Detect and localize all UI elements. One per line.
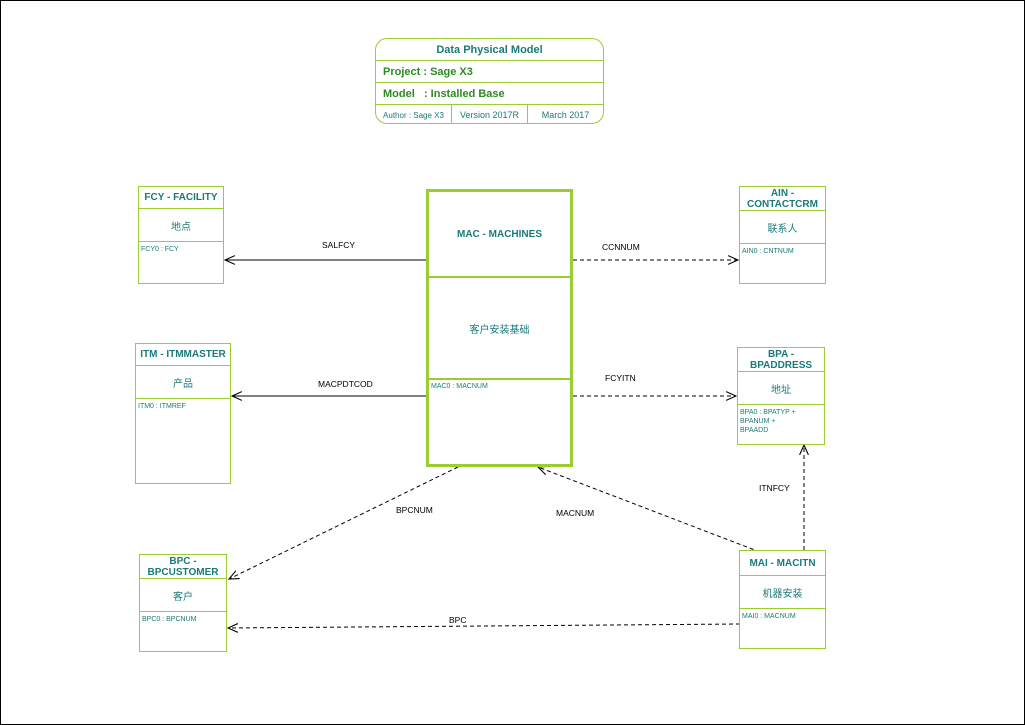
entity-name: ITM - ITMMASTER [136,344,230,366]
link-label-bpcnum: BPCNUM [396,505,433,515]
entity-description: 客户安装基础 [429,278,570,380]
entity-bpc[interactable]: BPC - BPCUSTOMER 客户 BPC0 : BPCNUM [139,554,227,652]
diagram-title: Data Physical Model [376,39,603,61]
entity-key: MAI0 : MACNUM [742,613,796,620]
link-label-fcyitn: FCYITN [605,373,636,383]
model-label: Model : Installed Base [376,83,603,105]
entity-name: BPA - BPADDRESS [738,348,824,372]
entity-key: AIN0 : CNTNUM [742,248,794,255]
link-macnum [538,467,761,553]
entity-description: 地址 [738,372,824,405]
author-label: Author : Sage X3 [376,105,452,123]
link-label-salfcy: SALFCY [322,240,355,250]
entity-key: MAC0 : MACNUM [431,383,488,390]
entity-name: AIN - CONTACTCRM [740,187,825,211]
entity-key: FCY0 : FCY [141,246,179,253]
entity-name: MAI - MACITN [740,551,825,576]
entity-key: BPA0 : BPATYP + BPANUM + BPAADD [740,409,796,434]
link-bpc [228,624,741,628]
entity-key: ITM0 : ITMREF [138,403,186,410]
entity-description: 机器安装 [740,576,825,609]
entity-description: 产品 [136,366,230,399]
link-bpcnum [229,466,459,579]
version-label: Version 2017R [452,105,528,123]
entity-description: 地点 [139,209,223,242]
entity-mac[interactable]: MAC - MACHINES 客户安装基础 MAC0 : MACNUM [426,189,573,467]
entity-mai[interactable]: MAI - MACITN 机器安装 MAI0 : MACNUM [739,550,826,649]
entity-fcy[interactable]: FCY - FACILITY 地点 FCY0 : FCY [138,186,224,284]
link-label-bpc: BPC [449,615,466,625]
entity-ain[interactable]: AIN - CONTACTCRM 联系人 AIN0 : CNTNUM [739,186,826,284]
entity-name: MAC - MACHINES [429,192,570,278]
entity-name: BPC - BPCUSTOMER [140,555,226,579]
link-label-macpdtcod: MACPDTCOD [318,379,373,389]
entity-bpa[interactable]: BPA - BPADDRESS 地址 BPA0 : BPATYP + BPANU… [737,347,825,445]
entity-name: FCY - FACILITY [139,187,223,209]
link-label-ccnnum: CCNNUM [602,242,640,252]
date-label: March 2017 [541,110,590,120]
entity-description: 联系人 [740,211,825,244]
entity-key: BPC0 : BPCNUM [142,616,197,623]
title-block: Data Physical Model Project : Sage X3 Mo… [375,38,604,124]
entity-description: 客户 [140,579,226,612]
project-label: Project : Sage X3 [376,61,603,83]
entity-itm[interactable]: ITM - ITMMASTER 产品 ITM0 : ITMREF [135,343,231,484]
link-label-macnum: MACNUM [556,508,594,518]
meta-row: Author : Sage X3 Version 2017R March 201… [376,105,603,123]
link-label-itnfcy: ITNFCY [759,483,790,493]
